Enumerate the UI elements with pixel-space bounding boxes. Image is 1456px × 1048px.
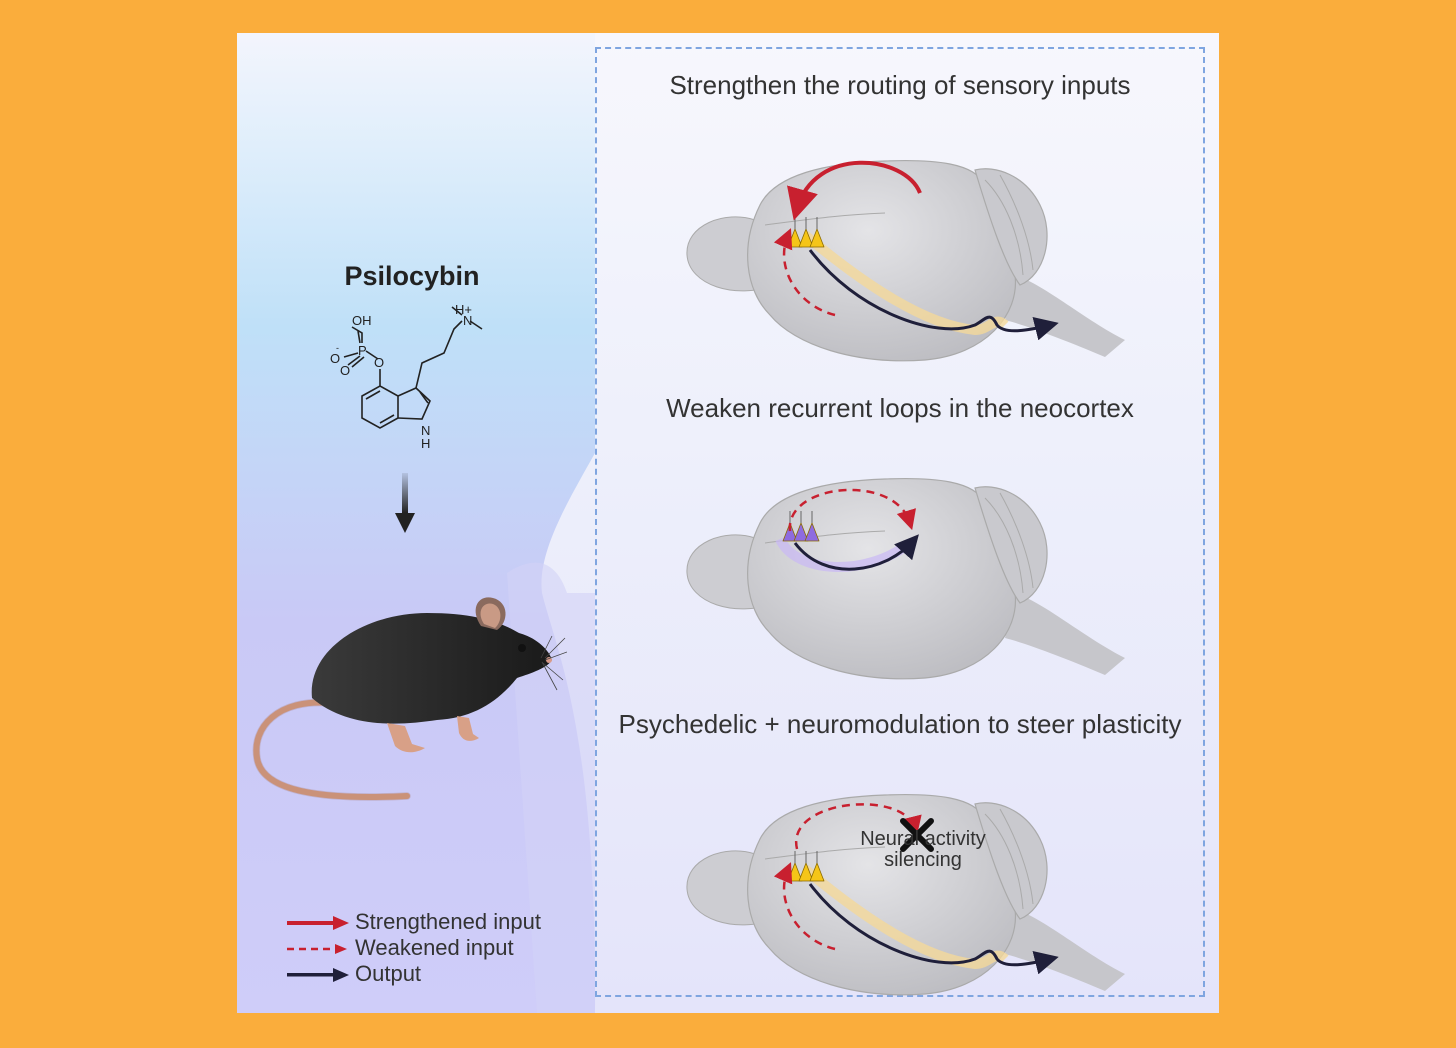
svg-text:P: P xyxy=(358,343,367,358)
legend-strengthened-arrow xyxy=(287,916,349,930)
legend-weakened-arrow xyxy=(287,944,347,954)
psilocybin-structure: O P OH O - O N H+ N H xyxy=(330,302,483,451)
mouse-illustration xyxy=(252,597,567,801)
figure-panel: Psilocybin O P OH O xyxy=(237,33,1219,1013)
legend-weakened-input: Weakened input xyxy=(355,935,514,960)
output-arrow xyxy=(793,534,919,571)
cerebellum xyxy=(974,486,1048,604)
brainstem xyxy=(1005,593,1125,675)
neural-activity-silencing-label: Neural activity silencing xyxy=(860,828,986,871)
recurrent-loop xyxy=(788,488,916,532)
output-arrow xyxy=(808,249,1059,341)
panel-3-title: Psychedelic + neuromodulation to steer p… xyxy=(618,709,1182,739)
recurrent-loop xyxy=(795,803,922,850)
left-region xyxy=(237,33,596,1013)
svg-text:O: O xyxy=(330,351,340,366)
brain-panel-3 xyxy=(686,793,1125,996)
mouse-hind-paw xyxy=(387,723,425,753)
svg-text:H: H xyxy=(421,436,430,451)
svg-text:O: O xyxy=(374,355,384,370)
legend-strengthened-input: Strengthened input xyxy=(355,909,541,934)
legend-output: Output xyxy=(355,961,422,986)
mechanisms-box xyxy=(595,47,1205,997)
compound-name: Psilocybin xyxy=(344,261,480,291)
neuron xyxy=(809,228,825,248)
output-arrow xyxy=(808,883,1059,975)
svg-text:OH: OH xyxy=(352,313,372,328)
neuron xyxy=(804,522,820,542)
neuron xyxy=(798,862,814,882)
brain-panel-2 xyxy=(686,477,1125,680)
panel-2-title: Weaken recurrent loops in the neocortex xyxy=(666,393,1134,423)
legend-output-arrow xyxy=(287,968,349,982)
svg-text:H+: H+ xyxy=(455,302,472,317)
neuron xyxy=(793,522,809,542)
silencing-x-icon xyxy=(900,818,934,852)
mouse-tail xyxy=(253,699,410,800)
panel-1-title: Strengthen the routing of sensory inputs xyxy=(669,70,1131,100)
down-arrow xyxy=(395,473,415,533)
brainstem xyxy=(1005,275,1125,357)
svg-text:O: O xyxy=(340,363,350,378)
cerebrum xyxy=(747,793,1017,996)
cerebellum xyxy=(974,168,1048,286)
neuron xyxy=(798,228,814,248)
svg-text:-: - xyxy=(336,343,339,353)
svg-text:N: N xyxy=(463,313,472,328)
neuron xyxy=(809,862,825,882)
mouse-body xyxy=(311,613,552,724)
cerebellum xyxy=(974,802,1048,920)
background-gradient xyxy=(237,33,596,1013)
neuron xyxy=(782,522,798,542)
strengthened-input xyxy=(787,160,922,221)
mouse-front-paw xyxy=(457,716,479,741)
svg-text:N: N xyxy=(421,423,430,438)
mouse-eye xyxy=(518,644,526,652)
brain-panel-1 xyxy=(686,159,1125,362)
brainstem xyxy=(1005,909,1125,991)
cerebrum xyxy=(747,477,1017,680)
